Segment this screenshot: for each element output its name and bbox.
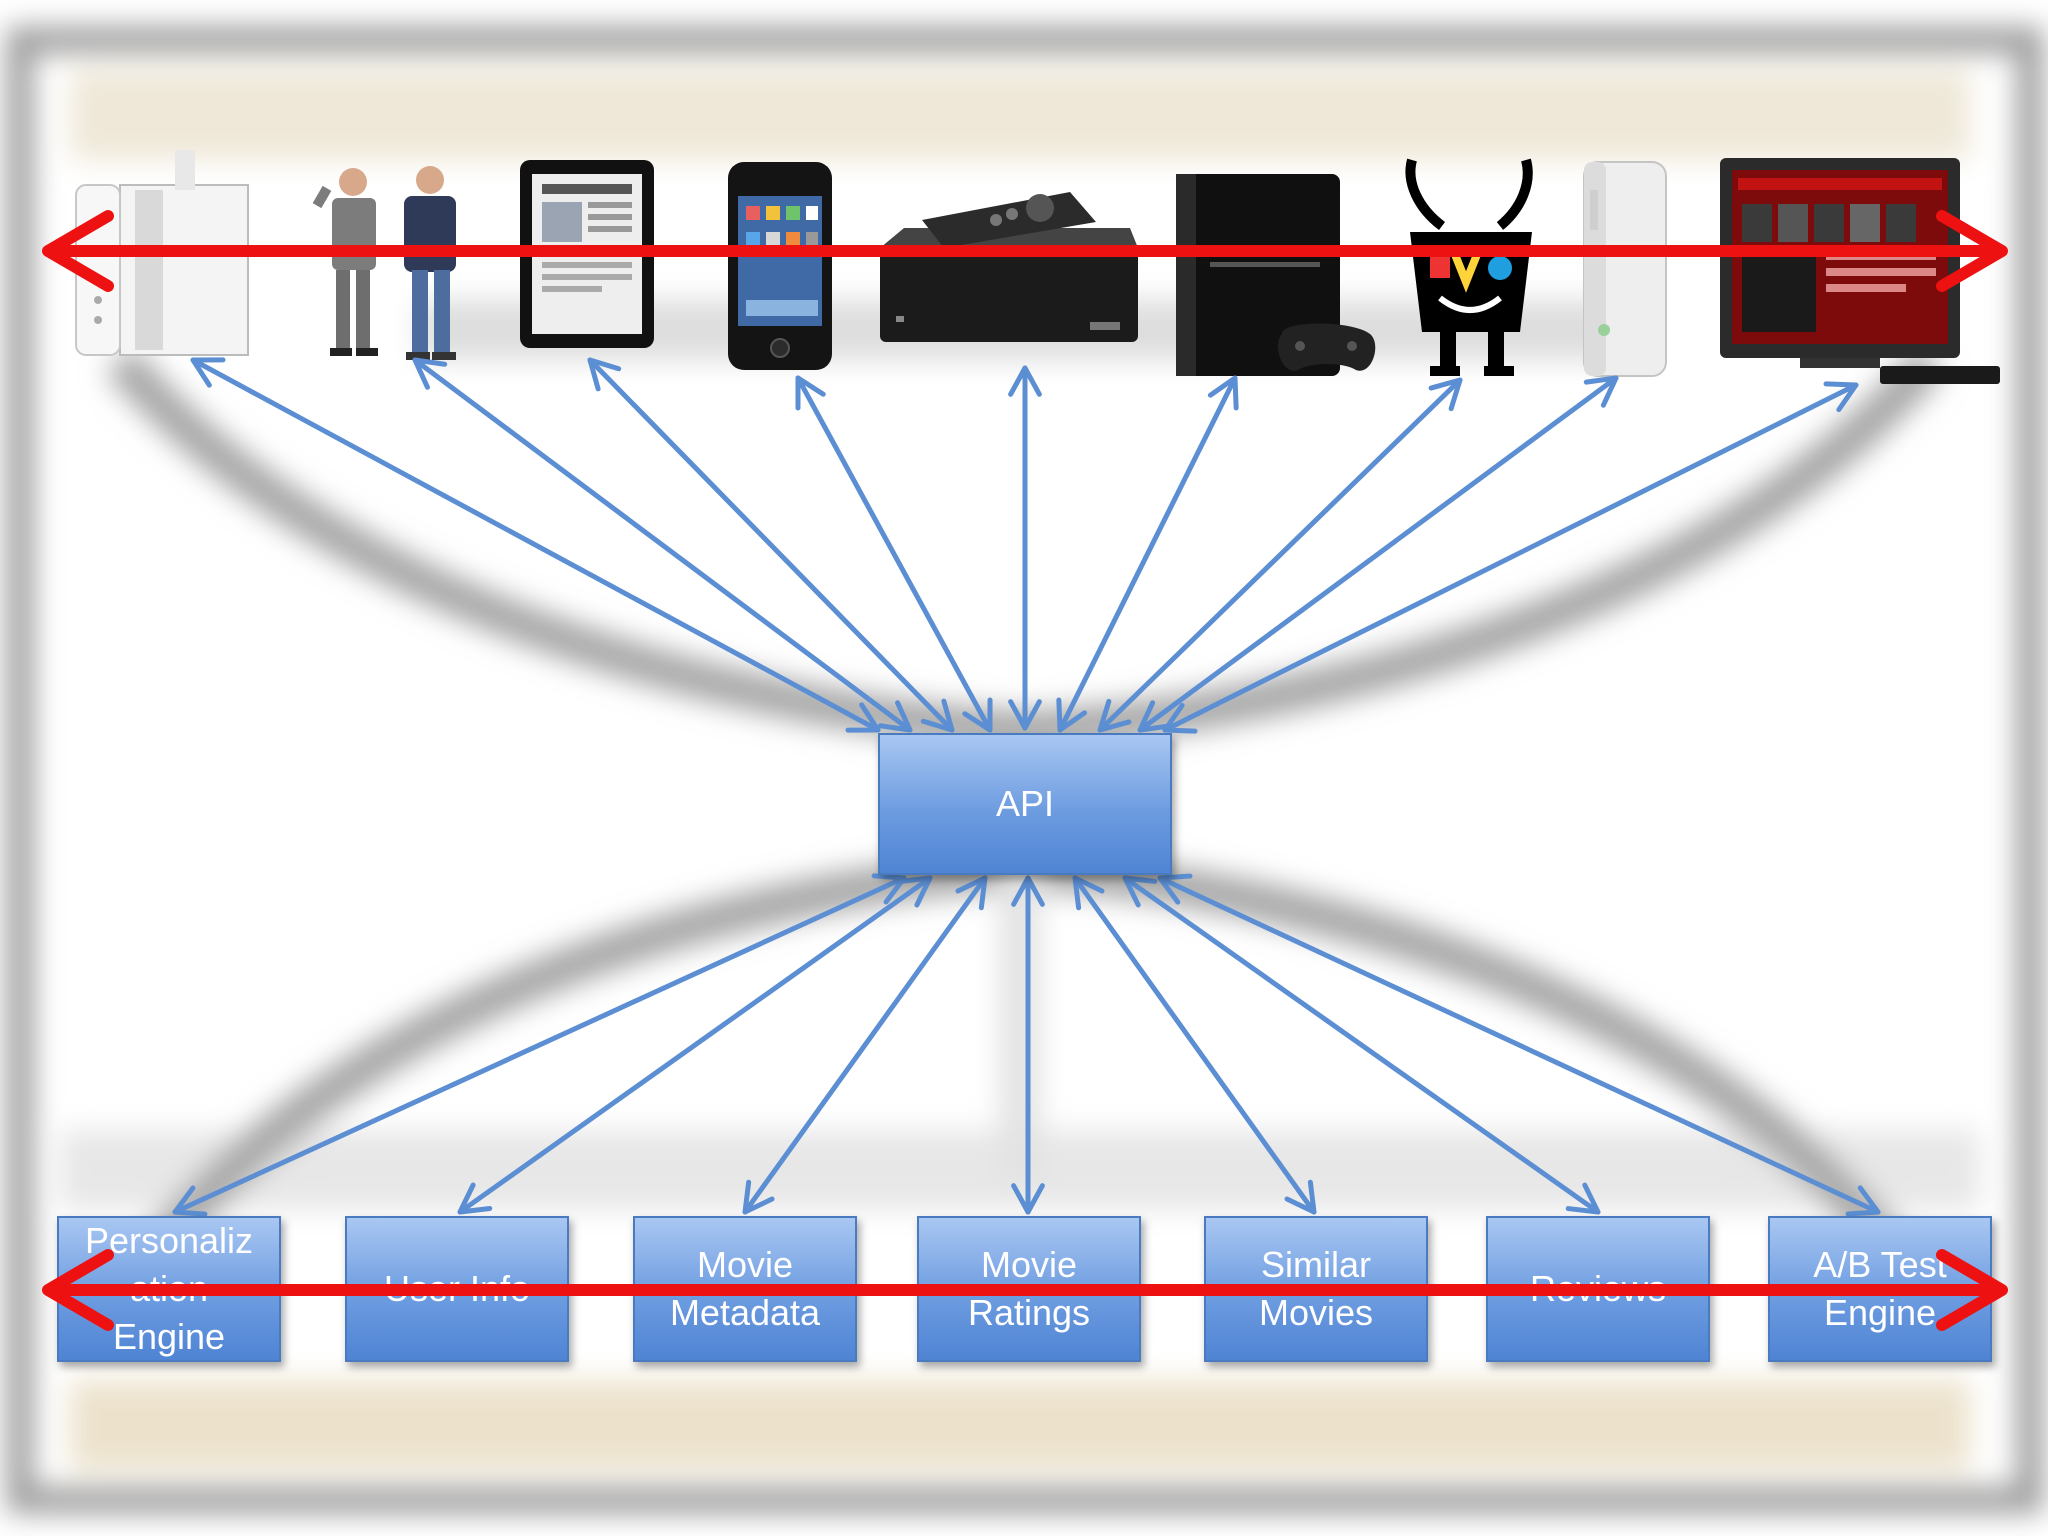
device-api-arrow (412, 357, 913, 733)
device-api-arrow (1056, 375, 1239, 733)
device-api-arrow (795, 375, 993, 733)
device-api-arrow (1008, 365, 1042, 731)
smartphone-icon (728, 162, 832, 370)
dvr-mascot-icon (1405, 158, 1533, 376)
device-api-arrow (1162, 381, 1859, 734)
service-label: Movie Ratings (967, 1244, 1091, 1333)
api-box: API (878, 733, 1172, 875)
service-api-arrow (172, 873, 907, 1217)
service-api-arrow (1011, 875, 1045, 1215)
api-label: API (995, 783, 1055, 824)
device-api-arrow (587, 357, 955, 733)
service-label: A/B Test Engine (1813, 1244, 1947, 1333)
service-api-arrow (1122, 875, 1601, 1215)
service-api-arrow (457, 875, 933, 1215)
service-label: Similar Movies (1258, 1244, 1374, 1333)
television-icon (1720, 158, 2000, 384)
device-api-arrow (190, 357, 881, 733)
game-console-icon (1176, 174, 1376, 376)
device-api-arrow (1097, 377, 1463, 733)
service-label: Movie Metadata (669, 1244, 821, 1333)
streaming-box-icon (880, 192, 1138, 342)
xbox-console-icon (1583, 161, 1667, 377)
service-api-arrow (1157, 873, 1881, 1217)
device-api-arrow (1137, 375, 1619, 733)
service-api-arrow (1072, 875, 1317, 1215)
wii-console-icon (75, 150, 249, 356)
bottom-red-double-arrow (42, 1249, 2008, 1331)
service-api-arrow (742, 875, 988, 1215)
top-red-double-arrow (42, 210, 2008, 292)
